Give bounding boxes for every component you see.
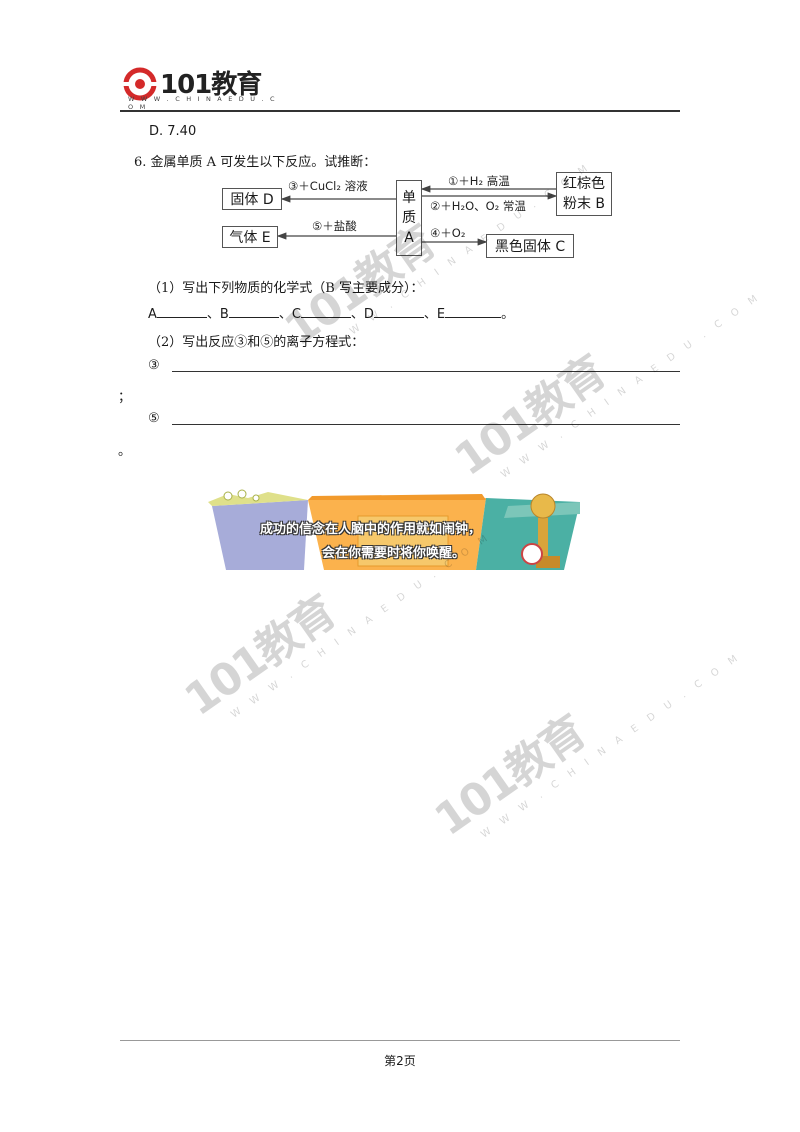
box-red-brown-b: 红棕色 粉末 B (556, 172, 612, 216)
watermark-4-logo: 101教育 (425, 706, 595, 847)
question-6-stem: 6. 金属单质 A 可发生以下反应。试推断： (134, 155, 377, 170)
box-gas-e: 气体 E (222, 226, 278, 248)
watermark-2-logo: 101教育 (445, 346, 615, 487)
motivation-banner: 成功的信念在人脑中的作用就如闹钟， 会在你需要时将你唤醒。 (208, 488, 580, 570)
reaction-diagram: 固体 D 气体 E 单 质 A 红棕色 粉末 B 黑色固体 C ①＋H₂ 高温 … (222, 172, 614, 262)
blank-e[interactable] (445, 306, 502, 318)
label-b: 、B (206, 307, 229, 322)
part-1-answer-row: A 、B 、C 、D 、E 。 (148, 303, 514, 322)
banner-line-1: 成功的信念在人脑中的作用就如闹钟， (260, 522, 482, 537)
reaction-1-label: ①＋H₂ 高温 (448, 174, 510, 188)
part-1-prompt: （1）写出下列物质的化学式（B 写主要成分）： (148, 281, 424, 296)
eq3-end: ； (118, 390, 132, 405)
part-2-prompt: （2）写出反应③和⑤的离子方程式： (148, 335, 365, 350)
reaction-4-label: ④＋O₂ (430, 226, 466, 240)
header-divider (120, 110, 680, 112)
blank-c[interactable] (300, 306, 351, 318)
blank-b[interactable] (228, 306, 279, 318)
label-d: 、D (350, 307, 374, 322)
center-char-3: A (404, 230, 414, 246)
reaction-arrows (276, 185, 558, 246)
header-logo: 101教育 W W W . C H I N A E D U . C O M (122, 62, 282, 111)
center-char-2: 质 (402, 210, 416, 226)
eq3-marker: ③ (148, 358, 160, 373)
logo-ring-icon (123, 67, 157, 101)
watermark-4: 101教育 W W W . C H I N A E D U . C O M (420, 598, 744, 856)
box-element-a: 单 质 A (396, 180, 422, 256)
blank-a[interactable] (156, 306, 207, 318)
reaction-3-label: ③＋CuCl₂ 溶液 (288, 179, 368, 193)
eq3-answer-line[interactable] (172, 371, 680, 372)
banner-illustration (208, 489, 580, 570)
watermark-2: 101教育 W W W . C H I N A E D U . C O M (440, 238, 764, 496)
option-d: D. 7.40 (149, 124, 197, 139)
banner-line-2: 会在你需要时将你唤醒。 (322, 546, 466, 561)
reaction-5-label: ⑤＋盐酸 (312, 219, 357, 233)
box-solid-d: 固体 D (222, 188, 282, 210)
center-char-1: 单 (402, 190, 416, 206)
logo-url: W W W . C H I N A E D U . C O M (128, 95, 277, 111)
box-b-line-2: 粉末 B (562, 196, 606, 212)
eq5-end: 。 (118, 444, 132, 459)
footer-divider (120, 1040, 680, 1041)
label-c: 、C (278, 307, 301, 322)
blank-d[interactable] (373, 306, 424, 318)
logo-text: 101教育 (160, 70, 262, 100)
label-end: 。 (501, 307, 515, 322)
reaction-2-label: ②＋H₂O、O₂ 常温 (430, 199, 526, 213)
page-number: 第2页 (384, 1054, 416, 1068)
eq5-answer-line[interactable] (172, 424, 680, 425)
eq5-marker: ⑤ (148, 411, 160, 426)
box-black-c: 黑色固体 C (486, 234, 574, 258)
watermark-2-url: W W W . C H I N A E D U . C O M (499, 290, 764, 481)
box-b-line-1: 红棕色 (563, 176, 605, 192)
watermark-4-url: W W W . C H I N A E D U . C O M (479, 650, 744, 841)
label-e: 、E (423, 307, 446, 322)
label-a: A (148, 307, 157, 322)
